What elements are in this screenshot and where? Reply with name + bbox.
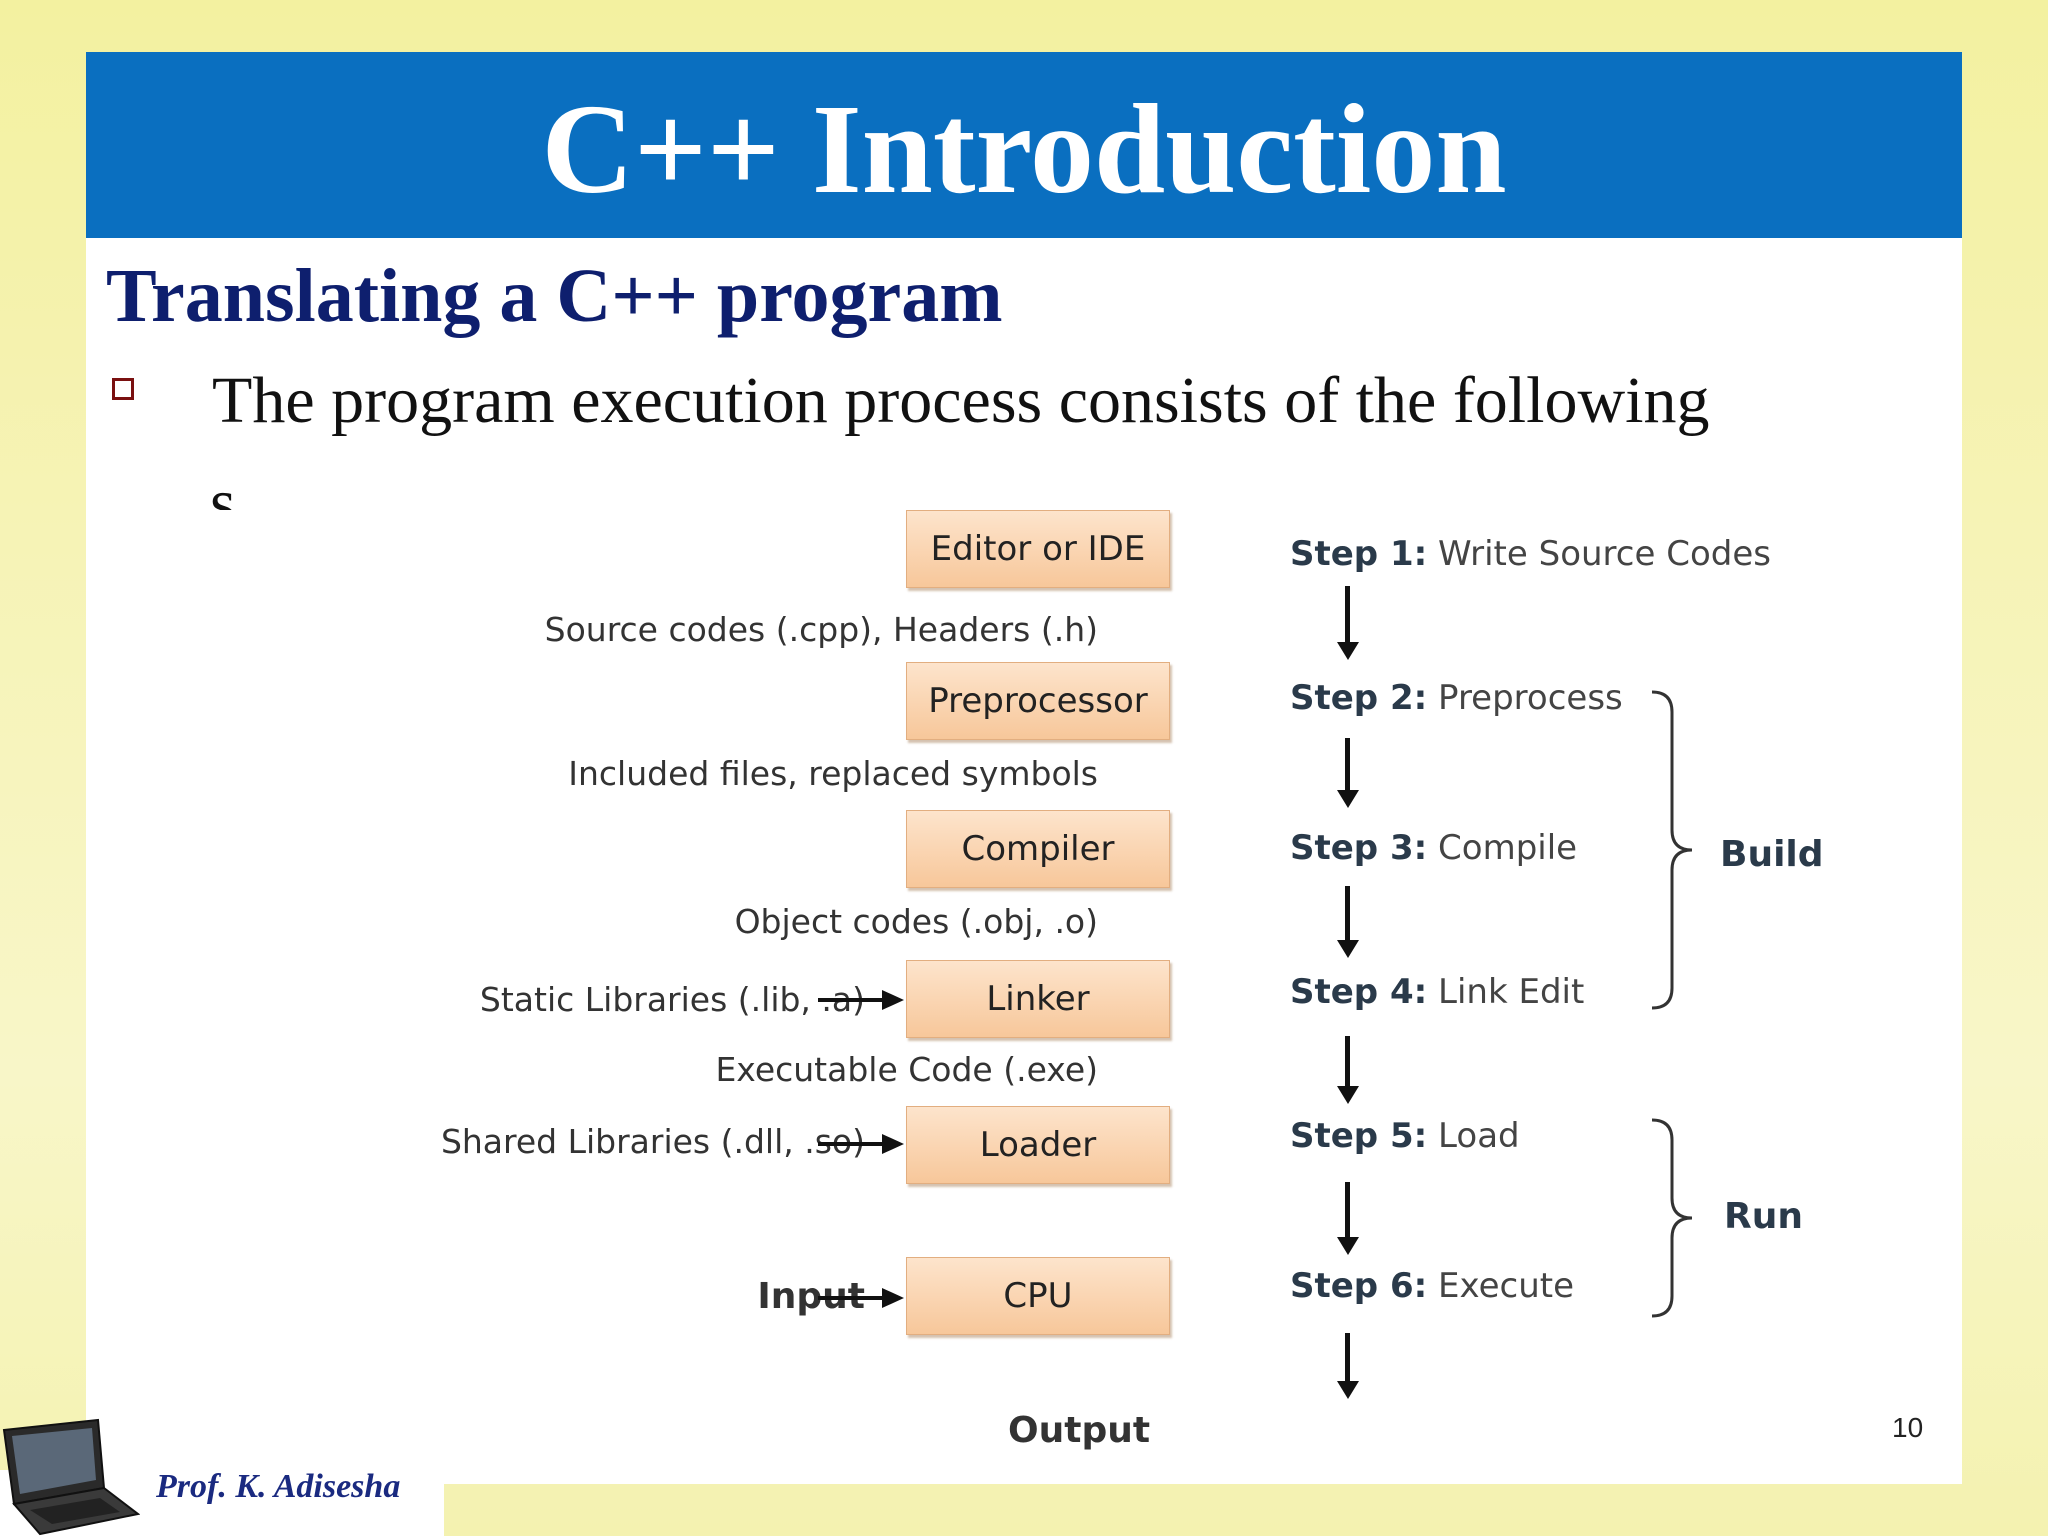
step-1: Step 1: Write Source Codes: [1290, 534, 1771, 574]
box-editor: Editor or IDE: [906, 510, 1170, 588]
step-4: Step 4: Link Edit: [1290, 972, 1585, 1012]
slide-title: C++ Introduction: [541, 78, 1507, 220]
arrow-right-icon: [882, 990, 904, 1010]
box-linker: Linker: [906, 960, 1170, 1038]
label-static-libraries: Static Libraries (.lib, .a): [479, 980, 865, 1019]
step-2: Step 2: Preprocess: [1290, 678, 1623, 718]
arrow-right-icon: [882, 1134, 904, 1154]
arrow-down-icon: [1337, 1381, 1359, 1399]
box-cpu: CPU: [906, 1257, 1170, 1335]
arrow-down-icon: [1337, 1086, 1359, 1104]
compilation-flow-diagram: Editor or IDE Preprocessor Compiler Link…: [260, 470, 1840, 1460]
author-name: Prof. K. Adisesha: [156, 1468, 401, 1505]
arrow-shared-to-loader: [818, 1142, 884, 1146]
label-object-codes: Object codes (.obj, .o): [734, 902, 1098, 941]
label-included-files: Included files, replaced symbols: [568, 754, 1098, 793]
bullet-text-continuation: s: [210, 470, 236, 510]
box-compiler: Compiler: [906, 810, 1170, 888]
arrow-static-to-linker: [818, 998, 884, 1002]
arrow-linker-to-loader: [1345, 1036, 1350, 1088]
box-loader: Loader: [906, 1106, 1170, 1184]
arrow-down-icon: [1337, 1237, 1359, 1255]
arrow-preprocessor-to-compiler: [1345, 738, 1350, 792]
title-bar: C++ Introduction: [86, 52, 1962, 238]
page-number: 10: [1892, 1412, 1924, 1443]
arrow-input-to-cpu: [818, 1296, 884, 1300]
step-6: Step 6: Execute: [1290, 1266, 1575, 1306]
arrow-down-icon: [1337, 790, 1359, 808]
arrow-right-icon: [882, 1288, 904, 1308]
label-source-codes: Source codes (.cpp), Headers (.h): [544, 610, 1098, 649]
step-3: Step 3: Compile: [1290, 828, 1578, 868]
arrow-compiler-to-linker: [1345, 886, 1350, 942]
box-preprocessor: Preprocessor: [906, 662, 1170, 740]
laptop-icon: [2, 1418, 140, 1536]
arrow-editor-to-preprocessor: [1345, 586, 1350, 644]
label-output: Output: [1008, 1410, 1151, 1451]
run-brace-icon: [1651, 1118, 1693, 1318]
group-build-label: Build: [1720, 834, 1824, 875]
label-shared-libraries: Shared Libraries (.dll, .so): [440, 1122, 865, 1161]
arrow-down-icon: [1337, 642, 1359, 660]
arrow-down-icon: [1337, 940, 1359, 958]
build-brace-icon: [1651, 690, 1693, 1010]
step-5: Step 5: Load: [1290, 1116, 1520, 1156]
bullet-text: The program execution process consists o…: [212, 364, 1710, 437]
arrow-loader-to-cpu: [1345, 1182, 1350, 1239]
group-run-label: Run: [1724, 1196, 1803, 1237]
bullet-square-icon: [112, 378, 134, 400]
arrow-cpu-to-output: [1345, 1333, 1350, 1383]
slide-subtitle: Translating a C++ program: [106, 254, 1003, 338]
label-executable-code: Executable Code (.exe): [715, 1050, 1098, 1089]
